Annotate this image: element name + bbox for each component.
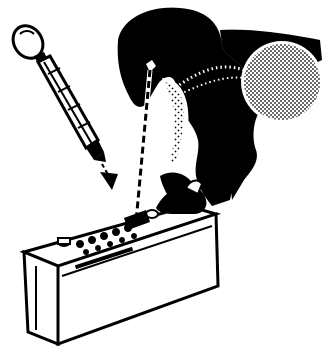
magnified-view-circle	[242, 42, 322, 122]
hydrometer-tool	[7, 20, 118, 190]
battery	[24, 206, 218, 344]
